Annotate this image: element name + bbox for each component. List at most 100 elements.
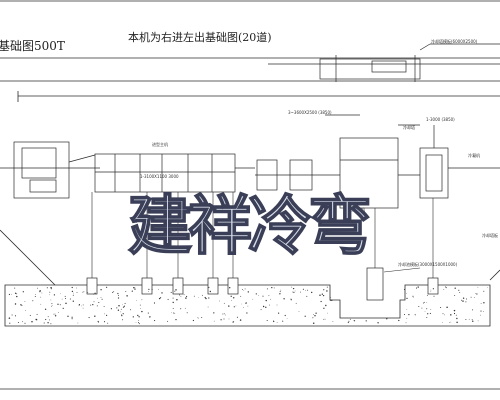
concrete-dot (131, 290, 133, 292)
concrete-dot (276, 322, 278, 323)
middle-machine (94, 153, 255, 193)
box-top-right-label: 冷却塔 (403, 124, 415, 130)
concrete-dot (426, 308, 428, 310)
concrete-dot (98, 301, 100, 304)
concrete-dot (243, 290, 245, 291)
concrete-dot (232, 321, 234, 323)
concrete-dot (412, 295, 414, 297)
concrete-dot (124, 305, 126, 307)
concrete-dot (65, 302, 67, 305)
concrete-dot (477, 320, 479, 322)
concrete-dot (100, 289, 102, 291)
concrete-dot (110, 308, 112, 310)
concrete-dot (184, 307, 186, 309)
bottom-note-leader (383, 267, 421, 273)
concrete-dot (32, 300, 34, 302)
concrete-dot (141, 299, 143, 301)
concrete-dot (103, 321, 106, 323)
concrete-dot (44, 308, 47, 310)
concrete-dot (444, 314, 445, 316)
concrete-dot (175, 318, 177, 321)
concrete-dot (31, 320, 33, 323)
concrete-dot (135, 322, 137, 323)
concrete-dot (14, 292, 17, 294)
concrete-dot (186, 312, 188, 314)
concrete-dot (223, 318, 225, 320)
concrete-dot (76, 287, 77, 289)
concrete-dot (323, 307, 325, 309)
concrete-dot (207, 306, 209, 308)
concrete-dot (133, 287, 135, 289)
concrete-dot (442, 322, 443, 324)
concrete-dot (62, 307, 64, 309)
concrete-dot (408, 313, 410, 316)
concrete-dot (17, 321, 19, 324)
concrete-dot (406, 308, 408, 310)
concrete-dot (82, 307, 84, 309)
mid-upper-label: 进型主机 (152, 141, 168, 147)
concrete-dot (432, 288, 434, 290)
concrete-dot (273, 319, 274, 321)
concrete-dot (71, 318, 73, 320)
concrete-dot (324, 318, 326, 320)
concrete-dot (97, 322, 99, 324)
far-right-upper-label: 1-3000 (3850) (426, 117, 455, 122)
concrete-dot (90, 304, 92, 306)
concrete-dot (106, 314, 108, 316)
concrete-dot (406, 292, 408, 294)
concrete-dot (327, 312, 328, 314)
concrete-dot (71, 286, 73, 289)
concrete-dot (35, 294, 36, 295)
concrete-dot (176, 299, 178, 301)
concrete-dot (241, 303, 243, 305)
concrete-dot (21, 304, 23, 306)
concrete-dot (154, 320, 156, 322)
concrete-dot (445, 286, 447, 288)
concrete-dot (137, 314, 139, 317)
concrete-dot (161, 292, 163, 294)
frame (0, 0, 500, 390)
concrete-dot (349, 318, 351, 320)
concrete-dot (386, 318, 388, 320)
concrete-dot (365, 320, 367, 322)
concrete-dot (257, 294, 259, 296)
concrete-dot (480, 314, 481, 316)
concrete-dot (197, 317, 199, 319)
concrete-dot (113, 290, 115, 292)
concrete-dot (241, 288, 243, 290)
concrete-dot (8, 317, 11, 319)
watermark-text: 建祥冷弯 (128, 190, 369, 264)
concrete-dot (73, 292, 74, 294)
concrete-dot (167, 298, 169, 300)
concrete-dot (183, 294, 185, 296)
concrete-dot (37, 287, 38, 289)
concrete-dot (180, 308, 182, 310)
concrete-dot (348, 320, 350, 322)
concrete-dot (130, 309, 132, 311)
concrete-dot (87, 292, 89, 293)
concrete-dot (170, 312, 172, 314)
concrete-dot (138, 323, 140, 325)
concrete-dot (462, 300, 464, 302)
concrete-dot (480, 303, 482, 304)
concrete-dot (93, 293, 94, 295)
concrete-dot (158, 297, 161, 300)
concrete-dot (418, 305, 420, 308)
concrete-dot (9, 322, 11, 324)
concrete-dot (14, 303, 17, 305)
concrete-dot (486, 287, 488, 288)
concrete-dot (414, 314, 416, 316)
concrete-dot (48, 294, 50, 296)
concrete-dot (54, 313, 56, 315)
concrete-dot (24, 322, 26, 324)
concrete-dot (235, 305, 237, 307)
concrete-dot (122, 304, 123, 306)
concrete-dot (442, 313, 444, 315)
concrete-dot (232, 297, 235, 299)
concrete-dot (72, 294, 74, 296)
concrete-dot (173, 312, 175, 314)
concrete-dot (315, 312, 317, 314)
concrete-dot (174, 290, 176, 292)
concrete-dot (134, 288, 136, 290)
